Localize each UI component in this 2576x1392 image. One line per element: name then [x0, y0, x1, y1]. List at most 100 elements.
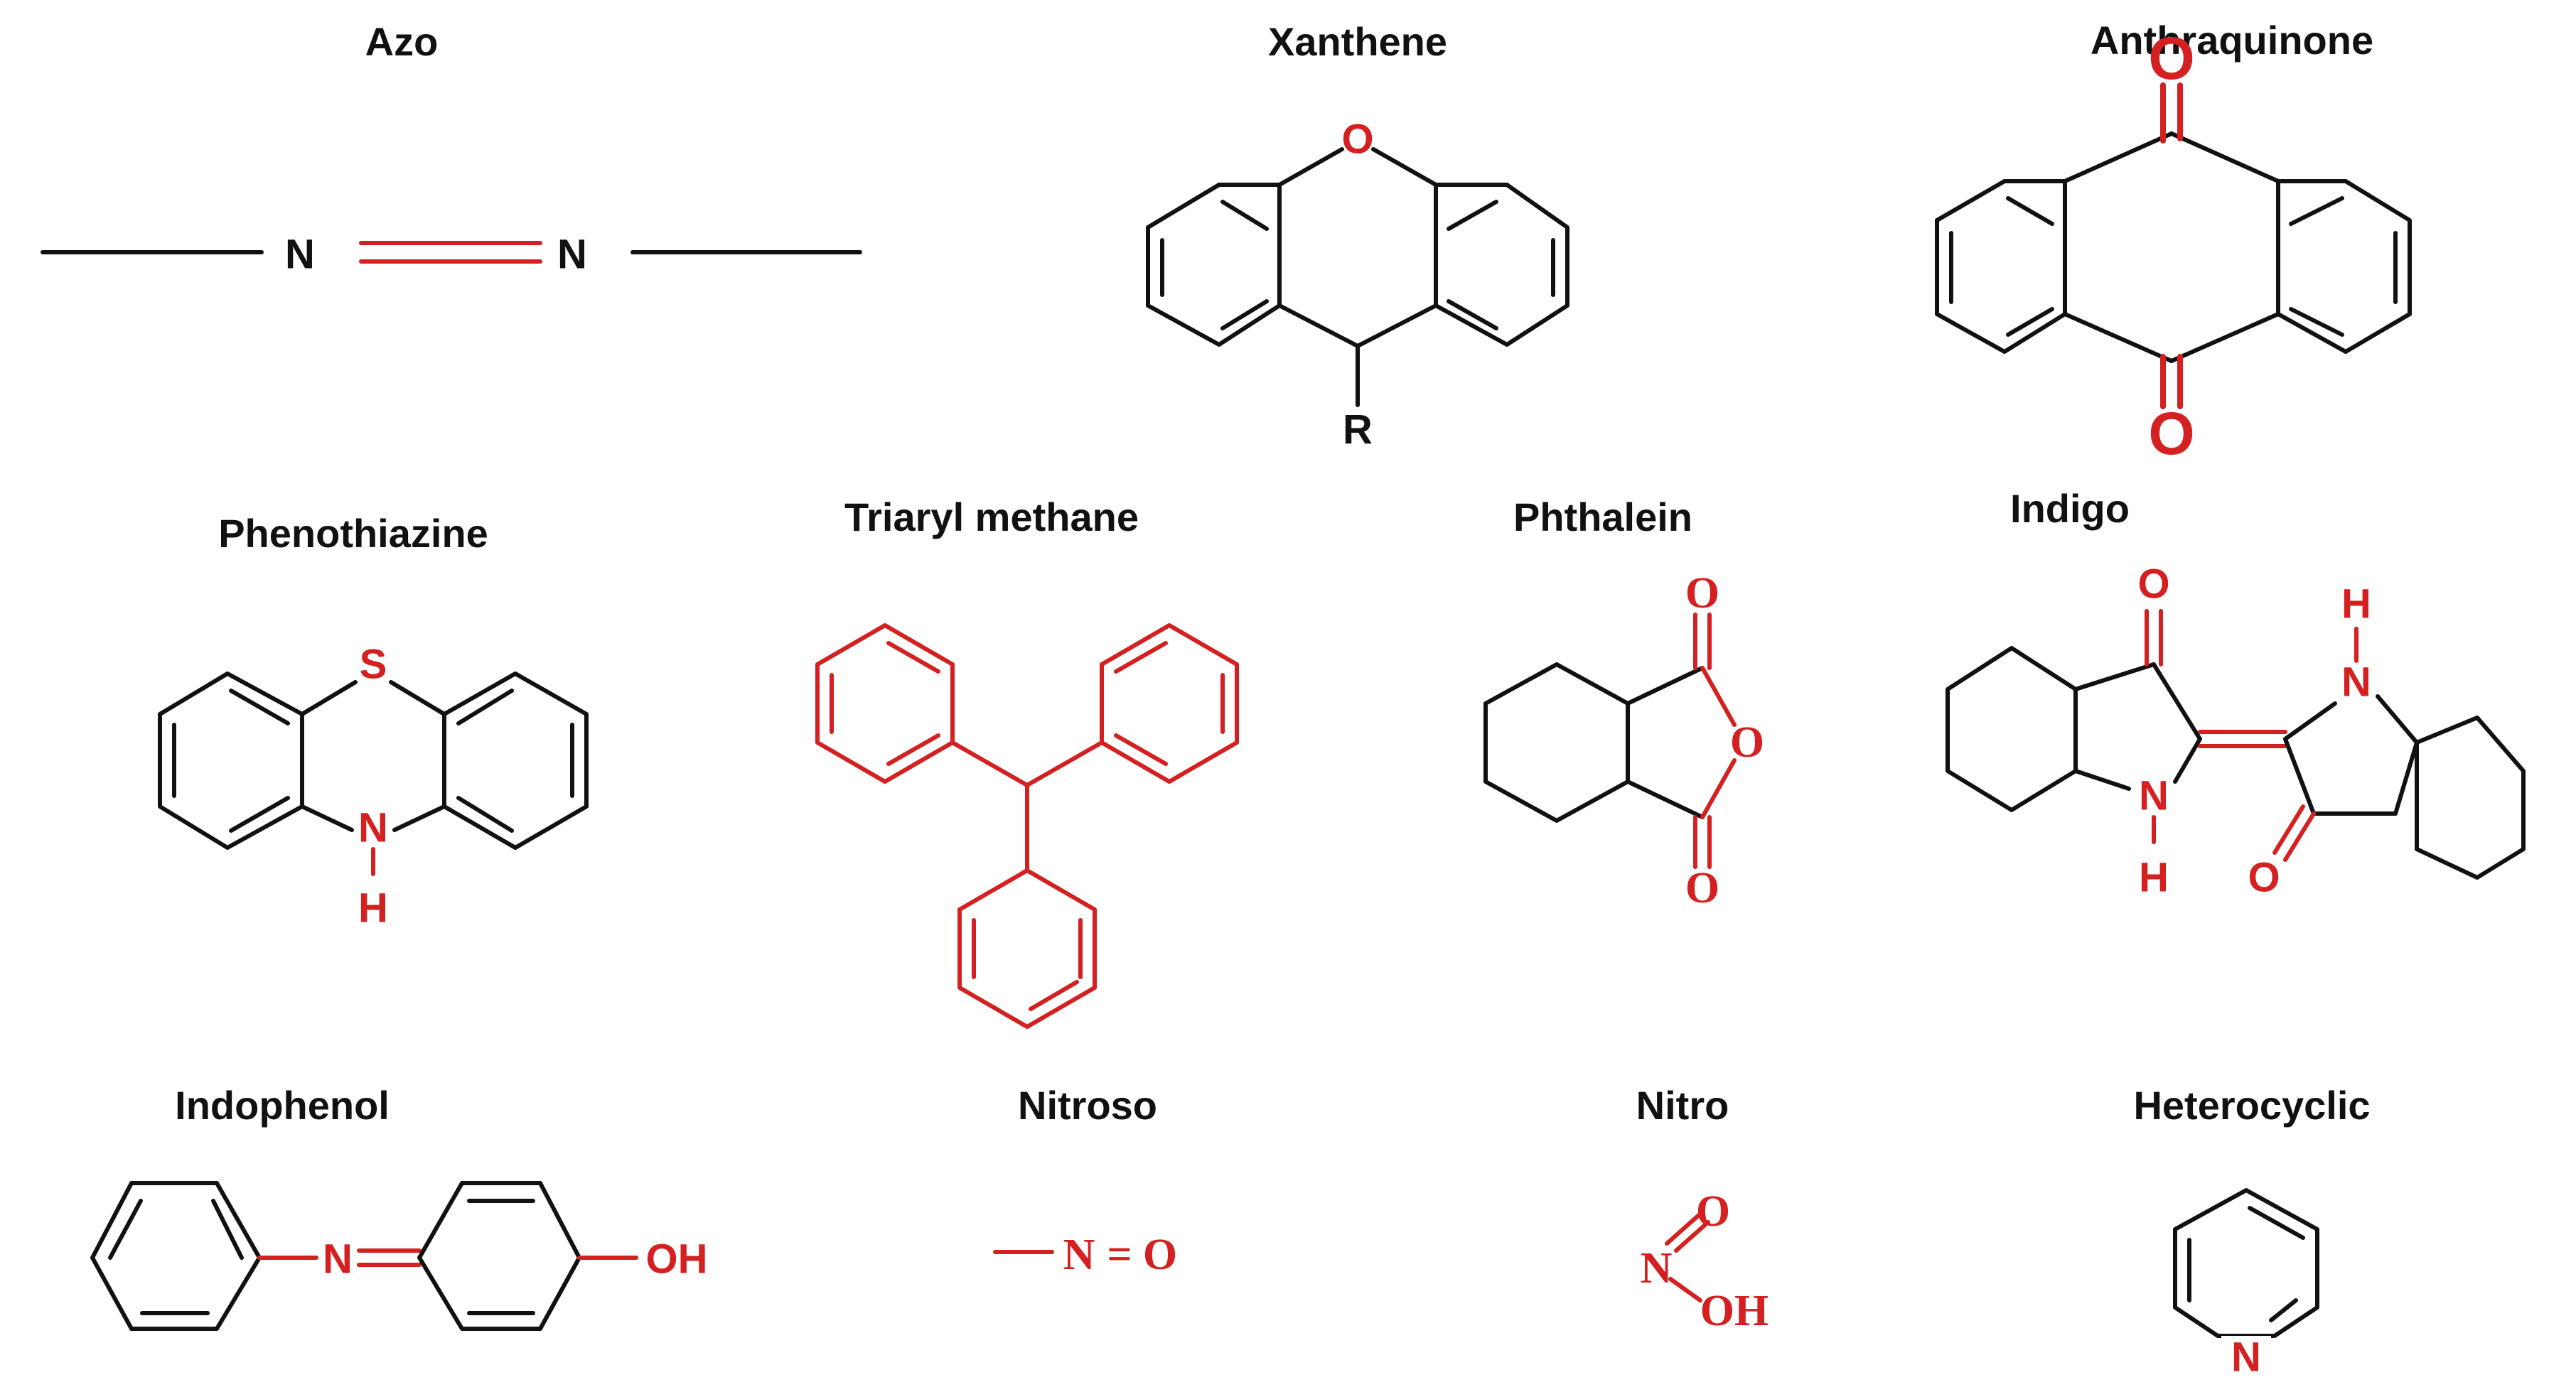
- anthraquinone-bond-2: [2169, 131, 2280, 183]
- phthalein-bond-4: [1700, 758, 1737, 819]
- anthraquinone-bond-1: [2063, 131, 2174, 183]
- xanthene-left-inner-3: [1220, 299, 1269, 330]
- triaryl-ring-b-inner-3: [1029, 980, 1079, 1011]
- xanthene-atom-o: O: [1341, 117, 1373, 163]
- indigo-right-bond-1: [2283, 701, 2337, 741]
- triaryl-methane-structure: [815, 623, 1239, 1029]
- title-indigo: Indigo: [2010, 486, 2130, 531]
- anthraquinone-atom-o-top: O: [2148, 25, 2194, 92]
- anthraquinone-left-ring: [1935, 179, 2067, 354]
- triaryl-ring-ul-inner-3: [886, 733, 940, 766]
- pyridine-inner-2: [2248, 1206, 2305, 1240]
- pyridine-n-gap: [2221, 1336, 2271, 1371]
- phenothiazine-left-ring: [158, 671, 304, 850]
- xanthene-right-inner-2: [1447, 200, 1498, 231]
- xanthene-bond-o-right: [1371, 147, 1438, 187]
- anthraquinone-right-inner-3: [2289, 307, 2344, 337]
- nitro-bond-o-b: [1674, 1220, 1710, 1253]
- nitroso-double-bond-glyph: =: [1107, 1231, 1132, 1279]
- phenothiazine-bond-n-left: [300, 804, 354, 832]
- indigo-atom-h-right: H: [2341, 581, 2371, 627]
- triaryl-ring-upper-left: [815, 623, 955, 784]
- indigo-atom-n-right: N: [2341, 659, 2371, 706]
- title-heterocyclic: Heterocyclic: [2133, 1083, 2370, 1128]
- title-indophenol: Indophenol: [175, 1083, 390, 1128]
- phenothiazine-right-ring: [442, 671, 589, 850]
- indigo-atom-n-left: N: [2139, 773, 2169, 819]
- phenothiazine-atom-s: S: [360, 642, 387, 688]
- title-phenothiazine: Phenothiazine: [218, 511, 488, 556]
- nitro-atom-oh: OH: [1700, 1287, 1769, 1335]
- xanthene-bond-c-left: [1277, 303, 1360, 348]
- title-anthraquinone: Anthraquinone: [2091, 18, 2373, 63]
- indigo-right-bond-2: [2376, 694, 2419, 745]
- phenothiazine-bond-n-right: [392, 804, 446, 832]
- indophenol-benzene-inner-3: [211, 1199, 244, 1260]
- phenothiazine-atom-h: H: [358, 885, 388, 932]
- indigo-carbonyl-right-b: [2272, 804, 2305, 855]
- indophenol-benzene-ring: [90, 1181, 262, 1331]
- pyridine-inner-3: [2269, 1298, 2298, 1322]
- indigo-atom-o-right: O: [2248, 855, 2280, 901]
- indigo-structure: O H N N H O: [1946, 561, 2526, 901]
- phenothiazine-bond-s-left: [300, 680, 358, 716]
- anthraquinone-left-inner-2: [2006, 196, 2054, 226]
- phenothiazine-structure: S N H: [158, 642, 589, 932]
- xanthene-atom-r: R: [1343, 407, 1373, 453]
- title-phthalein: Phthalein: [1513, 495, 1692, 539]
- indigo-left-bond-1: [2073, 662, 2156, 691]
- indigo-left-cyclohexane: [1946, 646, 2078, 812]
- xanthene-right-inner-3: [1447, 299, 1498, 330]
- title-triaryl-methane: Triaryl methane: [844, 495, 1139, 539]
- phthalein-bond-2: [1626, 779, 1705, 819]
- anthraquinone-right-ring: [2276, 179, 2412, 354]
- pyridine-ring: [2173, 1188, 2319, 1338]
- nitro-bond-o-a: [1665, 1213, 1701, 1246]
- phthalein-atom-o-top: O: [1685, 569, 1719, 617]
- phenothiazine-right-inner-2: [456, 689, 514, 725]
- anthraquinone-atom-o-bottom: O: [2148, 400, 2194, 467]
- indigo-left-bond-2: [2152, 662, 2202, 741]
- phthalein-cyclohexane: [1483, 662, 1630, 823]
- indophenol-atom-n: N: [323, 1236, 353, 1283]
- xanthene-bond-c-right: [1356, 303, 1438, 348]
- phenothiazine-right-inner-3: [456, 796, 514, 833]
- phthalein-structure: O O O: [1483, 569, 1764, 912]
- phthalein-bond-3: [1700, 666, 1737, 727]
- triaryl-ring-upper-right: [1100, 623, 1239, 784]
- phthalein-atom-o-ring: O: [1730, 718, 1764, 767]
- nitro-bond-oh: [1668, 1277, 1702, 1302]
- indigo-left-bond-4: [2173, 737, 2202, 784]
- indigo-carbonyl-right-a: [2283, 811, 2316, 862]
- indophenol-quinoid-ring: [417, 1181, 581, 1331]
- indigo-atom-o-left: O: [2137, 561, 2169, 608]
- phthalein-bond-1: [1626, 666, 1705, 706]
- azo-atom-n2: N: [557, 232, 587, 278]
- xanthene-left-inner-2: [1220, 200, 1269, 231]
- indophenol-atom-oh: OH: [646, 1236, 708, 1283]
- anthraquinone-structure: O O: [1935, 25, 2412, 467]
- indigo-right-bond-3: [2283, 737, 2316, 816]
- nitro-atom-o: O: [1696, 1187, 1730, 1236]
- phenothiazine-atom-n: N: [358, 805, 388, 851]
- indophenol-benzene-inner-1: [108, 1199, 143, 1260]
- triaryl-ring-bottom: [957, 868, 1097, 1029]
- triaryl-ring-ur-inner-2: [1114, 641, 1168, 674]
- triaryl-ring-ur-inner-3: [1114, 733, 1168, 766]
- triaryl-bond-2: [1025, 740, 1104, 787]
- xanthene-bond-o-left: [1277, 147, 1344, 187]
- nitroso-atom-n: N: [1063, 1231, 1095, 1279]
- triaryl-bond-1: [950, 740, 1029, 787]
- nitro-atom-n: N: [1641, 1244, 1673, 1293]
- anthraquinone-left-inner-3: [2006, 307, 2054, 337]
- azo-structure: N N: [41, 232, 862, 278]
- heterocyclic-structure: N: [2173, 1188, 2319, 1381]
- phenothiazine-left-inner-2: [229, 689, 290, 725]
- title-azo: Azo: [365, 19, 439, 64]
- xanthene-structure: O R: [1146, 117, 1569, 453]
- phenothiazine-bond-s-right: [389, 680, 446, 716]
- indigo-right-bond-5: [2393, 740, 2419, 816]
- nitro-structure: O N OH: [1641, 1187, 1769, 1335]
- xanthene-right-ring: [1434, 183, 1569, 347]
